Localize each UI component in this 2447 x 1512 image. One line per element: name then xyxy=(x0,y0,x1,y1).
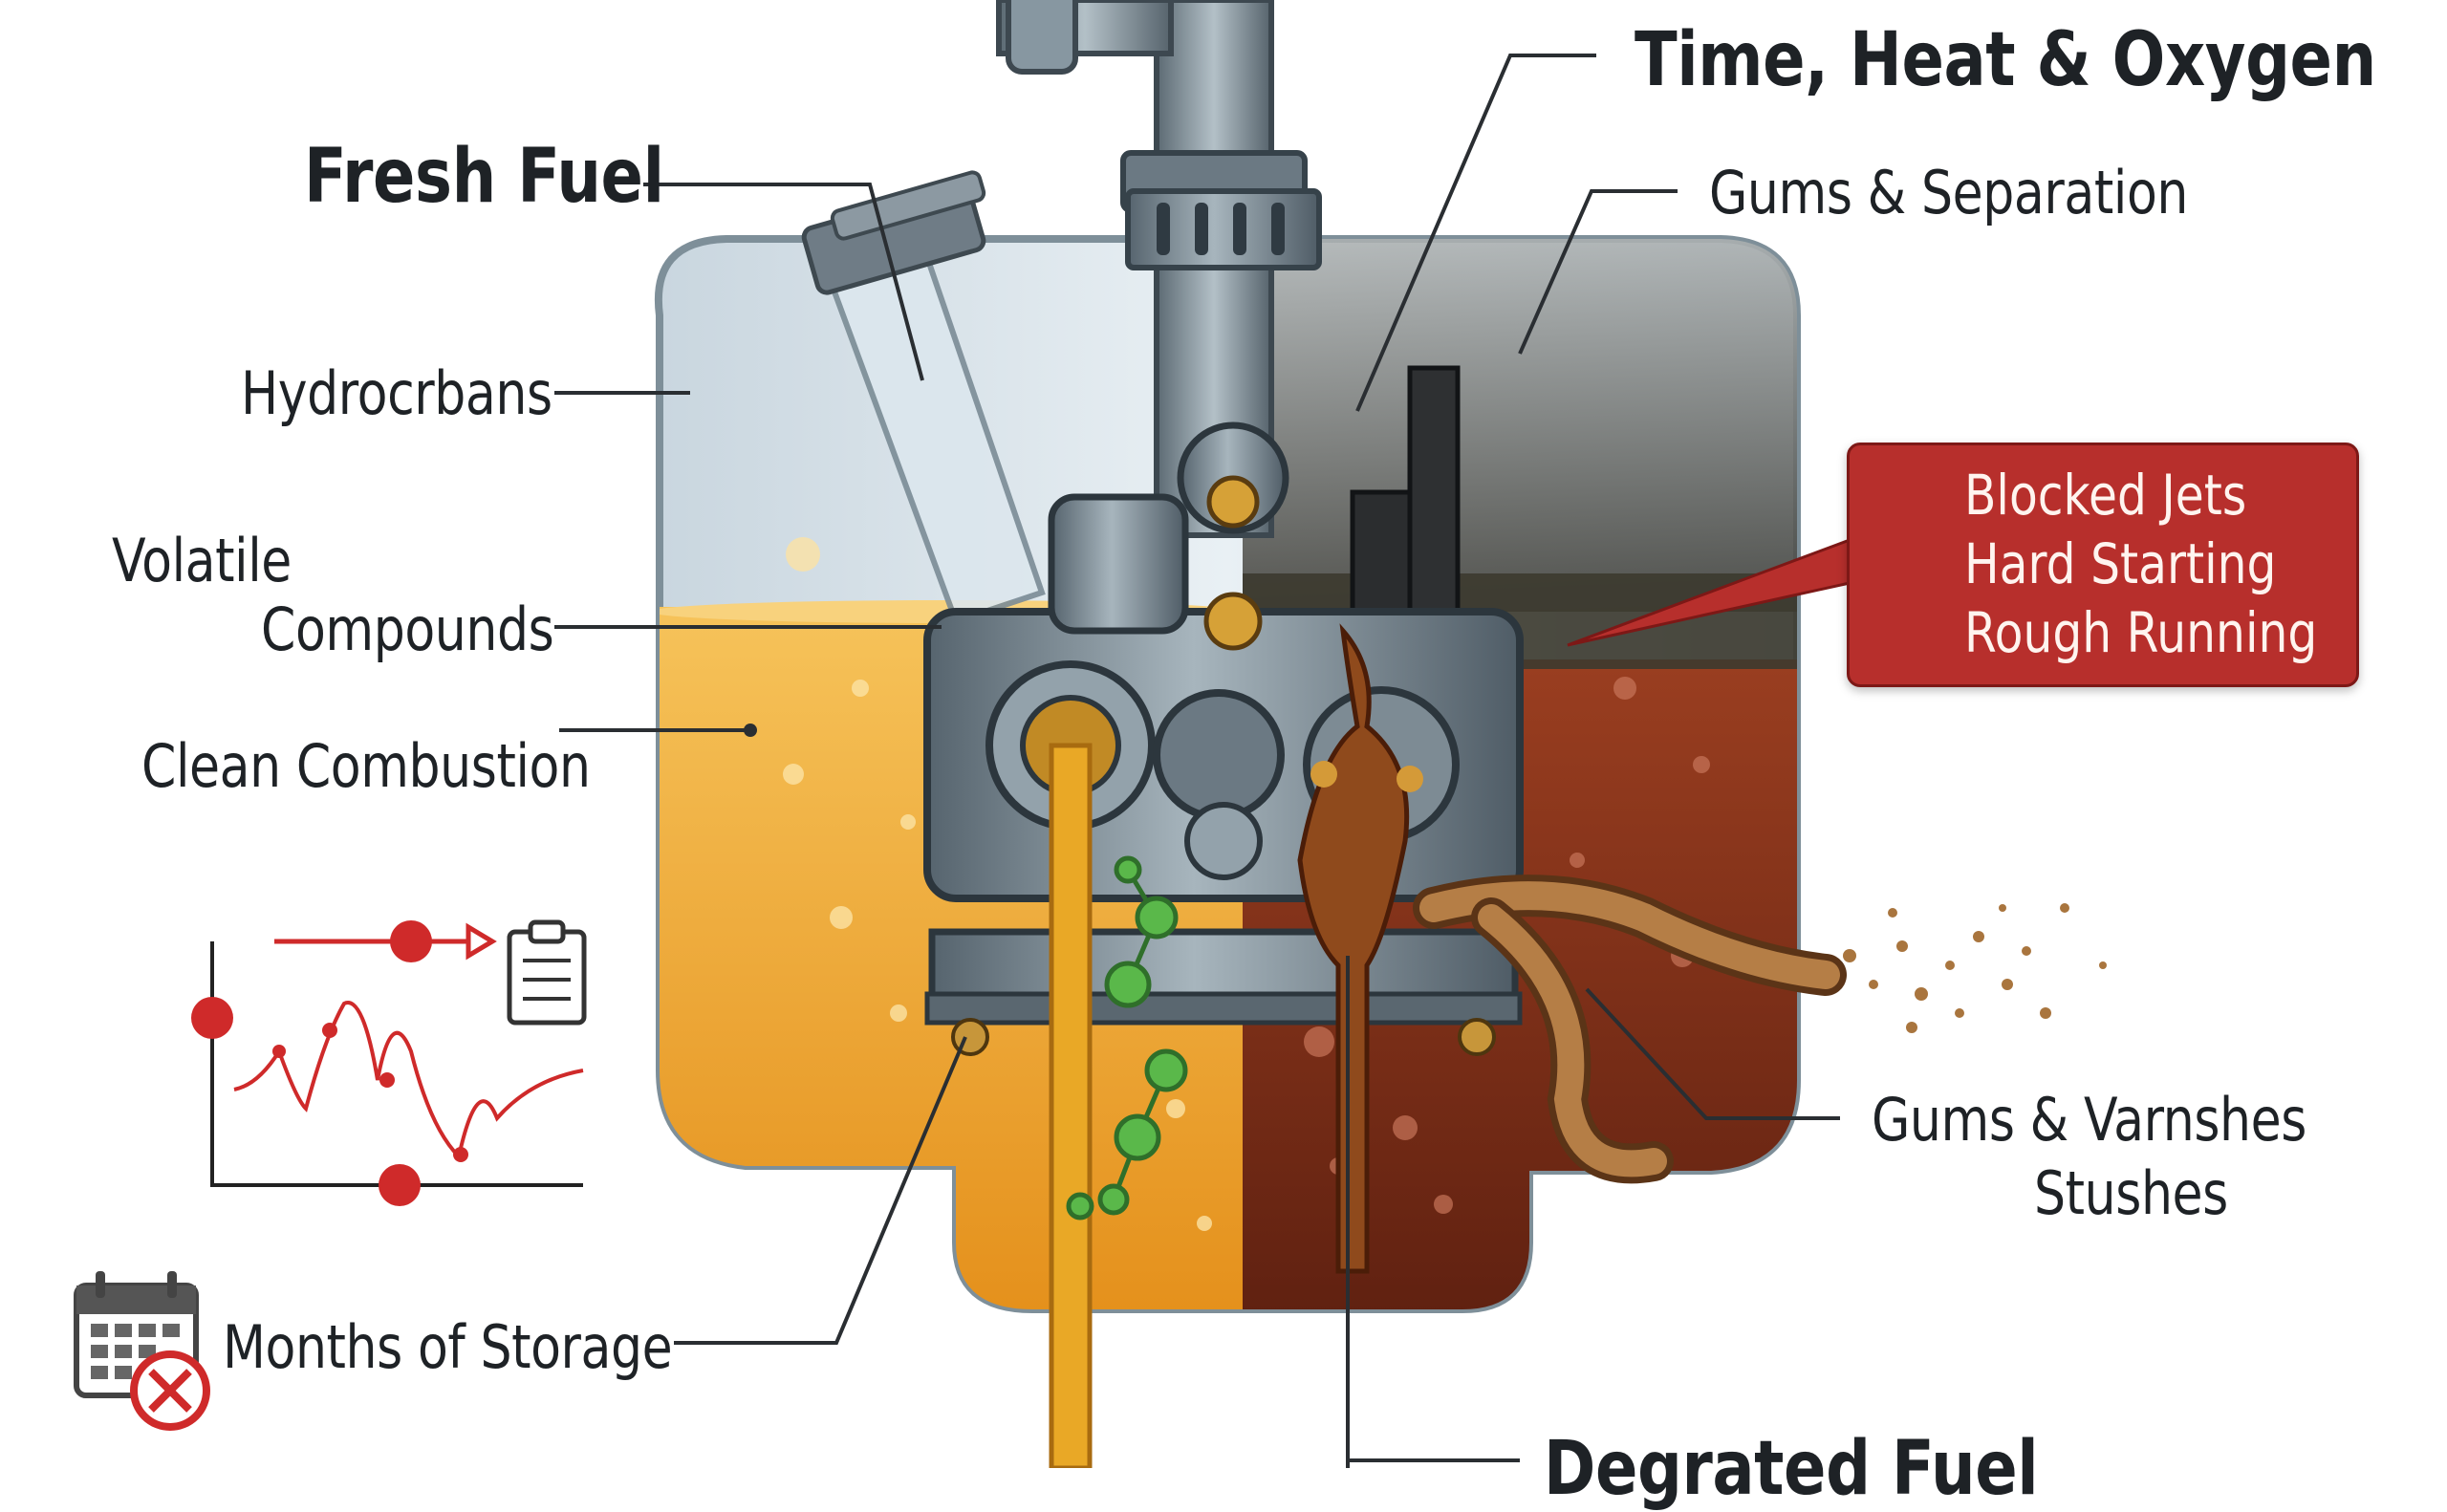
label-stushes: Stushes xyxy=(2034,1158,2228,1228)
fresh-fuel-stream xyxy=(1049,743,1093,1471)
carburetor-illustration xyxy=(74,0,2107,1471)
label-gums-varnishes: Gums & Varnshes xyxy=(1872,1085,2306,1155)
intake-pipe xyxy=(996,0,1322,538)
warning-text: Blocked Jets Hard Starting Rough Running xyxy=(1964,461,2385,667)
molecule-chain xyxy=(1066,855,1188,1220)
degradation-mini-chart xyxy=(191,920,584,1206)
label-hydrocarbons: Hydrocrbans xyxy=(241,358,552,428)
oxidation-haze xyxy=(1243,239,1797,612)
label-volatile: Volatile xyxy=(112,526,292,595)
cancel-icon xyxy=(130,1350,210,1431)
warning-line-blocked-jets: Blocked Jets xyxy=(1964,463,2247,528)
label-compounds: Compounds xyxy=(261,594,554,664)
gum-deposit xyxy=(1297,623,1410,1274)
filler-neck xyxy=(801,170,1046,625)
label-months-storage: Months of Storage xyxy=(223,1312,673,1382)
debris-particles xyxy=(1843,903,2107,1033)
label-gums-separation: Gums & Separation xyxy=(1709,158,2188,227)
label-clean-combustion: Clean Combustion xyxy=(141,731,591,801)
label-degraded-fuel: Degrated Fuel xyxy=(1544,1426,2039,1512)
warning-line-hard-starting: Hard Starting xyxy=(1964,531,2277,596)
warning-line-rough-running: Rough Running xyxy=(1964,600,2318,665)
clipboard-icon xyxy=(507,919,587,1026)
corroded-hose xyxy=(1413,875,1847,1184)
warning-callout xyxy=(1847,443,2359,687)
leader-lines xyxy=(554,54,1840,1468)
diagram-stage xyxy=(74,0,2107,1471)
label-fresh-fuel: Fresh Fuel xyxy=(304,134,664,220)
label-time-heat-oxygen: Time, Heat & Oxygen xyxy=(1635,17,2376,103)
